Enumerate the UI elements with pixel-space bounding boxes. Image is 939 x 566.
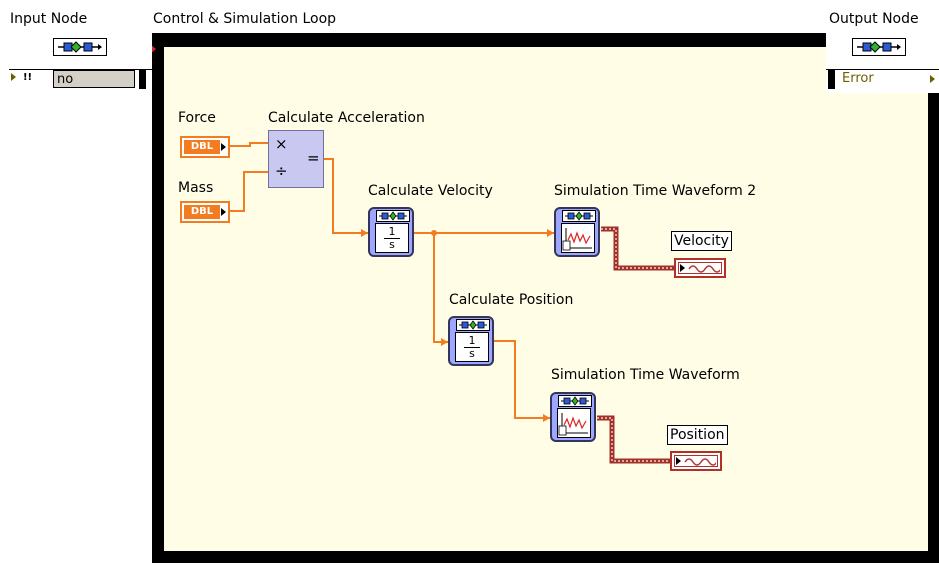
error-terminal-glyph: !! [23, 72, 33, 83]
output-node-terminal-arrow [930, 75, 935, 83]
simulation-node-icon [855, 41, 903, 53]
divide-symbol: ÷ [275, 162, 288, 180]
terminal-output-arrow [221, 143, 226, 151]
input-node-right-edge [139, 70, 146, 89]
waveform-chart-icon [561, 223, 595, 253]
force-label: Force [178, 110, 216, 126]
simulation-node-icon [561, 396, 589, 406]
loop-input-terminal-marker [150, 44, 156, 54]
output-node-label: Output Node [829, 11, 919, 27]
simulation-time-waveform-2-block[interactable] [554, 207, 600, 257]
simulation-node-icon [56, 41, 104, 53]
output-node-left-edge [828, 70, 835, 89]
terminal-input-arrow [680, 264, 685, 272]
multiply-symbol: × [275, 135, 288, 153]
waveform-chart-icon [557, 408, 591, 438]
mass-control-terminal[interactable]: DBL [180, 201, 230, 223]
calculate-acceleration-block[interactable]: × ÷ = [268, 130, 324, 188]
calculate-acceleration-label: Calculate Acceleration [268, 110, 425, 126]
input-node-header [53, 38, 107, 56]
simulation-time-waveform-block[interactable] [550, 392, 596, 442]
calculate-position-label: Calculate Position [449, 292, 574, 308]
waveform-label: Simulation Time Waveform [551, 367, 740, 383]
input-node-label: Input Node [10, 11, 88, 27]
position-waveform-indicator[interactable] [670, 451, 722, 471]
integrator-icon: 1 s [455, 332, 489, 362]
loop-label: Control & Simulation Loop [153, 11, 337, 27]
error-output-indicator: Error [838, 70, 928, 88]
waveform-icon [688, 265, 720, 273]
output-node[interactable]: Error [826, 33, 939, 93]
integrator-icon: 1 s [375, 223, 409, 253]
force-control-terminal[interactable]: DBL [180, 136, 230, 158]
dbl-type-tag: DBL [184, 205, 220, 219]
waveform-2-label: Simulation Time Waveform 2 [554, 183, 757, 199]
position-indicator-label: Position [667, 425, 728, 445]
terminal-input-arrow [676, 457, 681, 465]
velocity-indicator-label: Velocity [671, 231, 732, 251]
velocity-waveform-indicator[interactable] [674, 258, 726, 278]
simulation-node-icon [459, 320, 487, 330]
simulation-node-icon [379, 211, 407, 221]
error-input-control[interactable]: no [53, 70, 135, 88]
velocity-integrator-block[interactable]: 1 s [368, 207, 414, 257]
simulation-node-icon [565, 211, 593, 221]
input-node[interactable]: !! no [9, 33, 152, 94]
dbl-type-tag: DBL [184, 140, 220, 154]
waveform-icon [684, 458, 716, 466]
position-integrator-block[interactable]: 1 s [448, 316, 494, 366]
input-node-terminal-arrow [11, 73, 16, 81]
calculate-velocity-label: Calculate Velocity [368, 183, 493, 199]
equals-symbol: = [307, 149, 320, 167]
mass-label: Mass [178, 180, 214, 196]
terminal-output-arrow [221, 208, 226, 216]
output-node-header [852, 38, 906, 56]
